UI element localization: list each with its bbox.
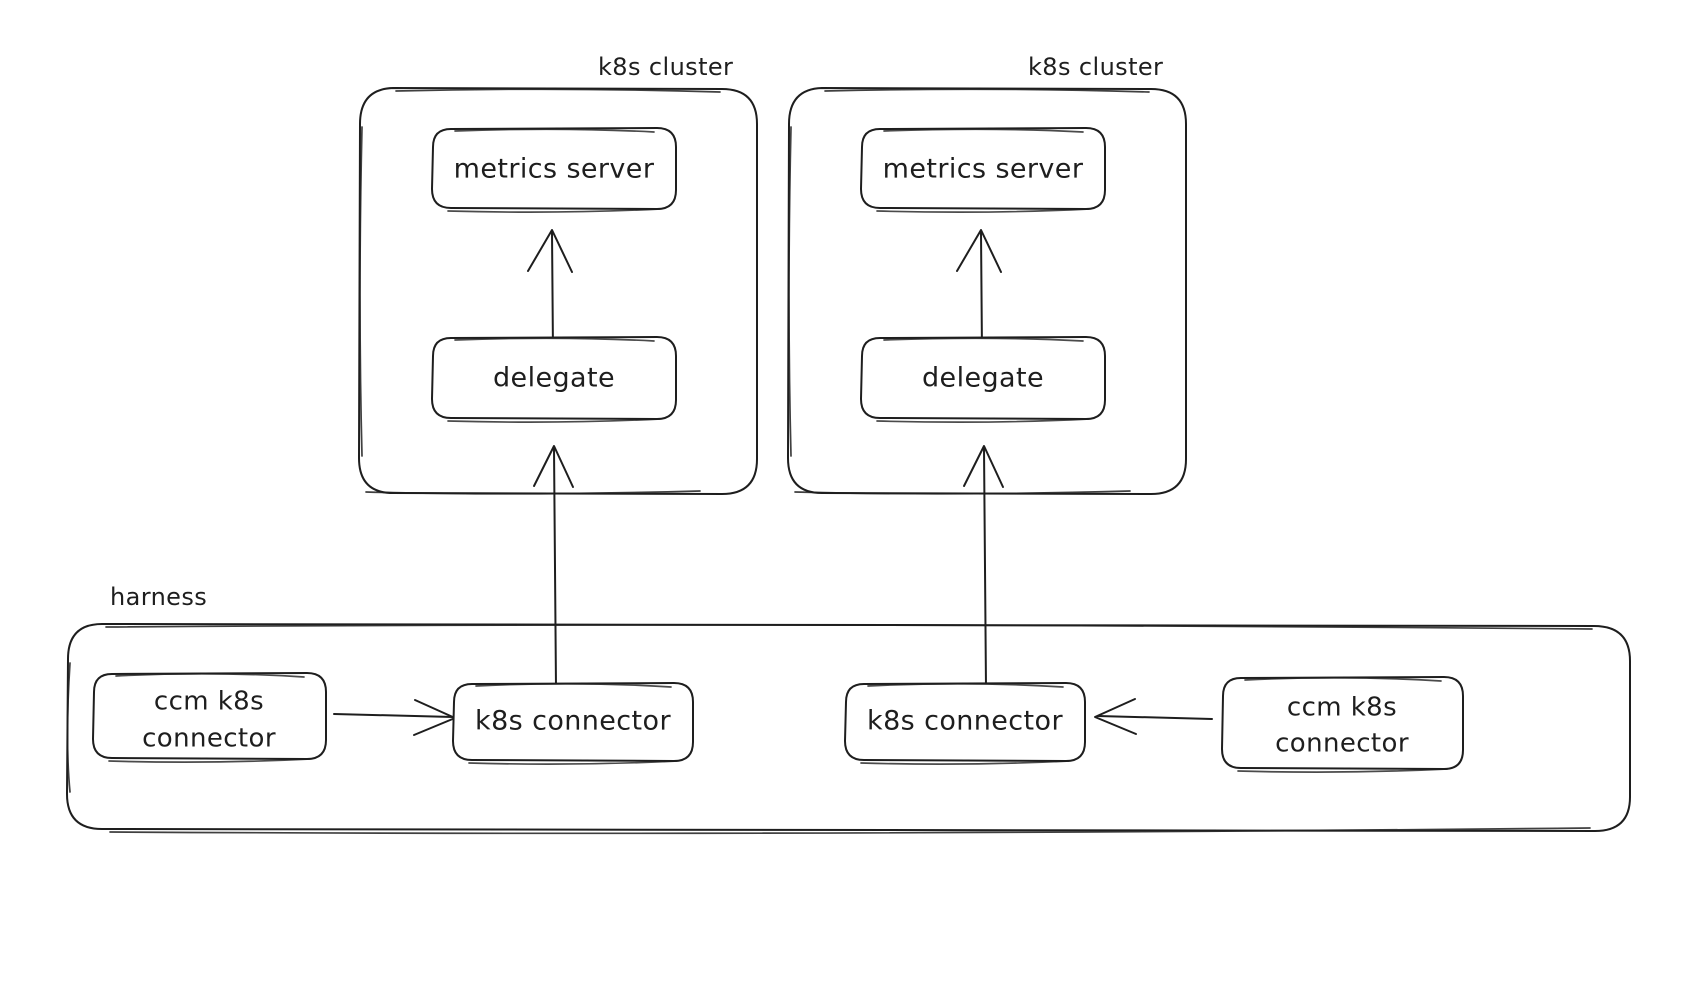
ccm-connector-right-label-line2: connector: [1275, 729, 1409, 759]
edge-line: [553, 447, 557, 689]
ccm-connector-left-label-line1: ccm k8s: [154, 687, 264, 717]
edge-line: [1097, 715, 1213, 720]
edge-arrowhead: [533, 445, 574, 488]
cluster-right-outline-sketch: [788, 88, 1150, 495]
edge-delegate-to-metrics-left: [527, 229, 573, 353]
ccm-connector-right-box-sketch: [1237, 676, 1448, 773]
edge-arrowhead: [527, 229, 573, 273]
cluster-left-label: k8s cluster: [598, 53, 733, 81]
metrics-server-right-box-sketch: [876, 128, 1090, 213]
edge-delegate-to-metrics-right: [956, 229, 1002, 353]
node-ccm-k8s-connector-left[interactable]: ccm k8s connector: [92, 672, 327, 763]
ccm-connector-right-label-line1: ccm k8s: [1287, 693, 1397, 723]
node-metrics-server-right[interactable]: metrics server: [860, 127, 1106, 213]
delegate-right-box-sketch: [876, 337, 1090, 423]
harness-outline-sketch: [66, 624, 1593, 835]
edge-line: [551, 231, 554, 353]
edge-arrowhead: [1094, 698, 1137, 735]
metrics-server-left-box-sketch: [447, 128, 661, 213]
harness-outline: [66, 623, 1631, 832]
edge-line: [333, 713, 454, 718]
node-delegate-right[interactable]: delegate: [860, 336, 1106, 423]
node-delegate-left[interactable]: delegate: [431, 336, 677, 423]
k8s-connector-left-box-sketch: [468, 682, 678, 765]
harness-label: harness: [110, 583, 207, 611]
group-harness[interactable]: [66, 623, 1631, 835]
cluster-left-outline-sketch: [359, 88, 721, 495]
k8s-connector-left-label: k8s connector: [475, 706, 671, 737]
delegate-left-box-sketch: [447, 337, 661, 423]
edge-ccm-to-k8s-connector-right: [1094, 698, 1213, 735]
edge-k8s-connector-to-delegate-right: [963, 445, 1004, 689]
node-k8s-connector-right[interactable]: k8s connector: [844, 682, 1086, 765]
node-ccm-k8s-connector-right[interactable]: ccm k8s connector: [1221, 676, 1464, 773]
edge-arrowhead: [963, 445, 1004, 488]
edge-k8s-connector-to-delegate-left: [533, 445, 574, 689]
edge-line: [980, 231, 983, 353]
node-metrics-server-left[interactable]: metrics server: [431, 127, 677, 213]
node-k8s-connector-left[interactable]: k8s connector: [452, 682, 694, 765]
ccm-connector-left-label-line2: connector: [142, 724, 276, 754]
metrics-server-right-label: metrics server: [883, 154, 1084, 185]
metrics-server-left-label: metrics server: [454, 154, 655, 185]
ccm-connector-left-box-sketch: [108, 672, 311, 763]
cluster-right-label: k8s cluster: [1028, 53, 1163, 81]
delegate-left-label: delegate: [493, 363, 615, 394]
delegate-right-label: delegate: [922, 363, 1044, 394]
edge-arrowhead: [956, 229, 1002, 273]
k8s-connector-right-label: k8s connector: [867, 706, 1063, 737]
edge-ccm-to-k8s-connector-left: [333, 699, 456, 736]
k8s-connector-right-box-sketch: [860, 682, 1070, 765]
edge-line: [983, 447, 987, 689]
